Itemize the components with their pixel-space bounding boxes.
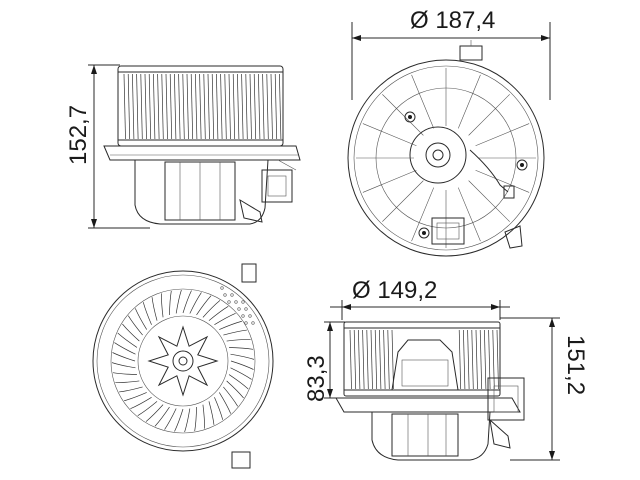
- side-view: 152,7: [65, 64, 301, 229]
- dim-front-diameter: Ø 149,2: [352, 277, 437, 304]
- front-view: Ø 149,2 83,3 151,2: [303, 277, 589, 461]
- top-view: Ø 187,4: [347, 7, 551, 257]
- dim-front-height-inner: 83,3: [303, 355, 330, 402]
- fan-wheel-view: [92, 263, 274, 469]
- dim-front-height-total: 151,2: [562, 335, 589, 395]
- dim-side-height: 152,7: [65, 105, 92, 165]
- dim-top-diameter: Ø 187,4: [410, 7, 495, 34]
